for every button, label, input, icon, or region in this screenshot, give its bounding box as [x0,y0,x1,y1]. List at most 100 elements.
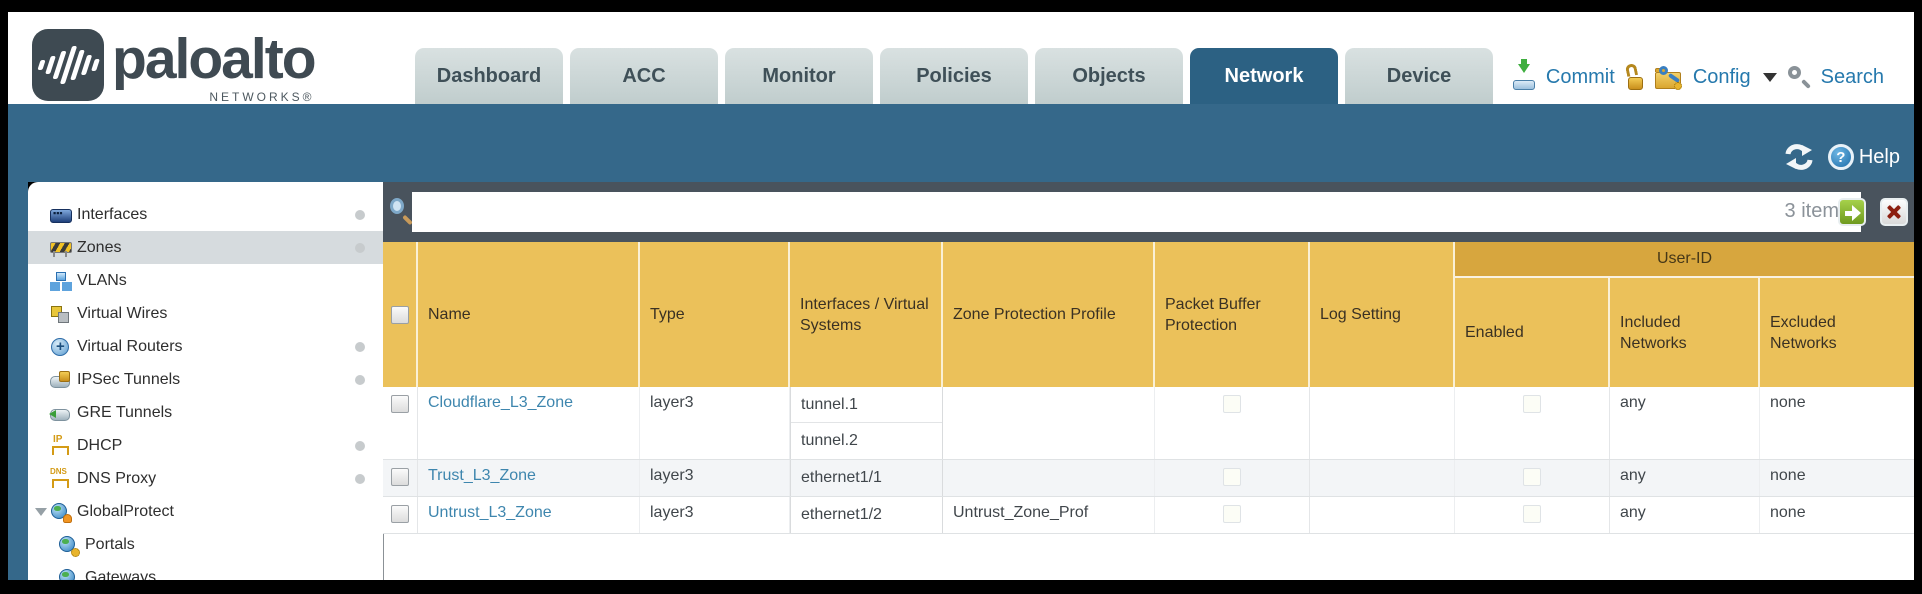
row-select-checkbox[interactable] [391,395,409,413]
status-dot-icon [355,440,365,451]
column-header-type[interactable]: Type [640,242,790,387]
help-icon[interactable]: ? [1827,144,1854,170]
commit-button[interactable]: Commit [1545,65,1615,88]
tab-device[interactable]: Device [1345,48,1493,104]
virtual-routers-icon [50,337,70,357]
log-setting-cell [1310,497,1455,533]
sidebar-item-zones[interactable]: Zones [28,231,383,264]
status-dot-icon [355,242,365,253]
user-id-enabled-checkbox[interactable] [1523,468,1541,486]
virtual-wires-icon [50,304,70,324]
column-header-select[interactable] [383,242,418,387]
left-margin-strip [8,180,28,580]
zone-name-link[interactable]: Trust_L3_Zone [428,467,536,484]
user-id-enabled-cell [1455,460,1610,496]
sidebar-item-dhcp[interactable]: DHCP [28,429,383,462]
row-select-checkbox[interactable] [391,505,409,523]
tab-objects[interactable]: Objects [1035,48,1183,104]
refresh-icon[interactable] [1784,144,1814,170]
tab-network[interactable]: Network [1190,48,1338,104]
sidebar-item-virtual-wires[interactable]: Virtual Wires [28,297,383,330]
log-setting-cell [1310,460,1455,496]
filter-input[interactable] [418,192,1728,232]
sidebar-item-ipsec-tunnels[interactable]: IPSec Tunnels [28,363,383,396]
globe-icon [59,535,75,552]
zone-protection-profile-cell [943,460,1155,496]
packet-buffer-protection-checkbox[interactable] [1223,505,1241,523]
column-header-log-setting[interactable]: Log Setting [1310,242,1455,387]
zone-name-link[interactable]: Cloudflare_L3_Zone [428,394,573,411]
apply-filter-button[interactable] [1838,198,1866,226]
icon-accent [71,547,80,557]
commit-icon[interactable] [1512,59,1536,90]
sidebar-item-label: GlobalProtect [77,502,174,520]
sidebar-item-interfaces[interactable]: Interfaces [28,198,383,231]
column-header-zone-protection-profile[interactable]: Zone Protection Profile [943,242,1155,387]
packet-buffer-protection-checkbox[interactable] [1223,395,1241,413]
items-count: 3 items [1784,200,1849,222]
clear-filter-button[interactable] [1880,198,1908,226]
sub-header-band: ? Help [8,104,1914,182]
row-select-checkbox[interactable] [391,468,409,486]
zone-protection-profile-cell [943,387,1155,459]
user-id-enabled-checkbox[interactable] [1523,395,1541,413]
globe-icon [59,568,75,580]
row-select-cell [383,387,418,459]
help-label: Help [1858,145,1900,168]
brand-name: paloalto [112,27,317,91]
tab-monitor[interactable]: Monitor [725,48,873,104]
tab-dashboard[interactable]: Dashboard [415,48,563,104]
interfaces-cell: ethernet1/1 [790,460,943,496]
sidebar-item-gateways[interactable]: Gateways [28,561,383,580]
sidebar-item-dns-proxy[interactable]: DNS Proxy [28,462,383,495]
user-id-enabled-checkbox[interactable] [1523,505,1541,523]
column-header-enabled[interactable]: Enabled [1455,278,1610,387]
lock-icon[interactable] [1624,62,1645,90]
expand-caret-icon[interactable] [35,507,47,516]
row-select-cell [383,460,418,496]
packet-buffer-protection-cell [1155,497,1310,533]
interfaces-icon [50,205,72,225]
packet-buffer-protection-checkbox[interactable] [1223,468,1241,486]
user-id-enabled-cell [1455,497,1610,533]
dhcp-icon [50,434,70,456]
interface-entry: tunnel.2 [801,432,858,449]
column-header-packet-buffer-protection[interactable]: Packet Buffer Protection [1155,242,1310,387]
sidebar-item-virtual-routers[interactable]: Virtual Routers [28,330,383,363]
icon-accent [63,513,72,523]
column-header-included-networks[interactable]: Included Networks [1610,278,1760,387]
config-button[interactable]: Config [1692,65,1751,88]
config-icon[interactable] [1654,64,1683,90]
column-header-name[interactable]: Name [418,242,640,387]
status-dot-icon [355,341,365,352]
sidebar-item-label: Virtual Wires [77,304,168,322]
search-icon[interactable] [1787,65,1811,89]
column-header-excluded-networks[interactable]: Excluded Networks [1760,278,1914,387]
tab-policies[interactable]: Policies [880,48,1028,104]
sidebar-item-vlans[interactable]: VLANs [28,264,383,297]
search-button[interactable]: Search [1820,65,1884,88]
sidebar-item-label: Interfaces [77,205,148,223]
caret-slot [32,507,50,516]
row-select-cell [383,497,418,533]
config-dropdown-caret-icon[interactable] [1762,72,1777,82]
status-dot-icon [355,209,365,220]
column-header-interfaces-virtual-systems[interactable]: Interfaces / Virtual Systems [790,242,943,387]
sidebar-item-gre-tunnels[interactable]: GRE Tunnels [28,396,383,429]
sidebar-item-globalprotect[interactable]: GlobalProtect [28,495,383,528]
tab-acc[interactable]: ACC [570,48,718,104]
excluded-networks-cell: none [1770,504,1806,521]
help-button[interactable]: ? Help [1827,144,1900,170]
zone-name-link[interactable]: Untrust_L3_Zone [428,504,552,521]
zone-name-cell: Trust_L3_Zone [418,460,640,496]
sidebar-item-portals[interactable]: Portals [28,528,383,561]
select-all-checkbox[interactable] [390,305,409,324]
